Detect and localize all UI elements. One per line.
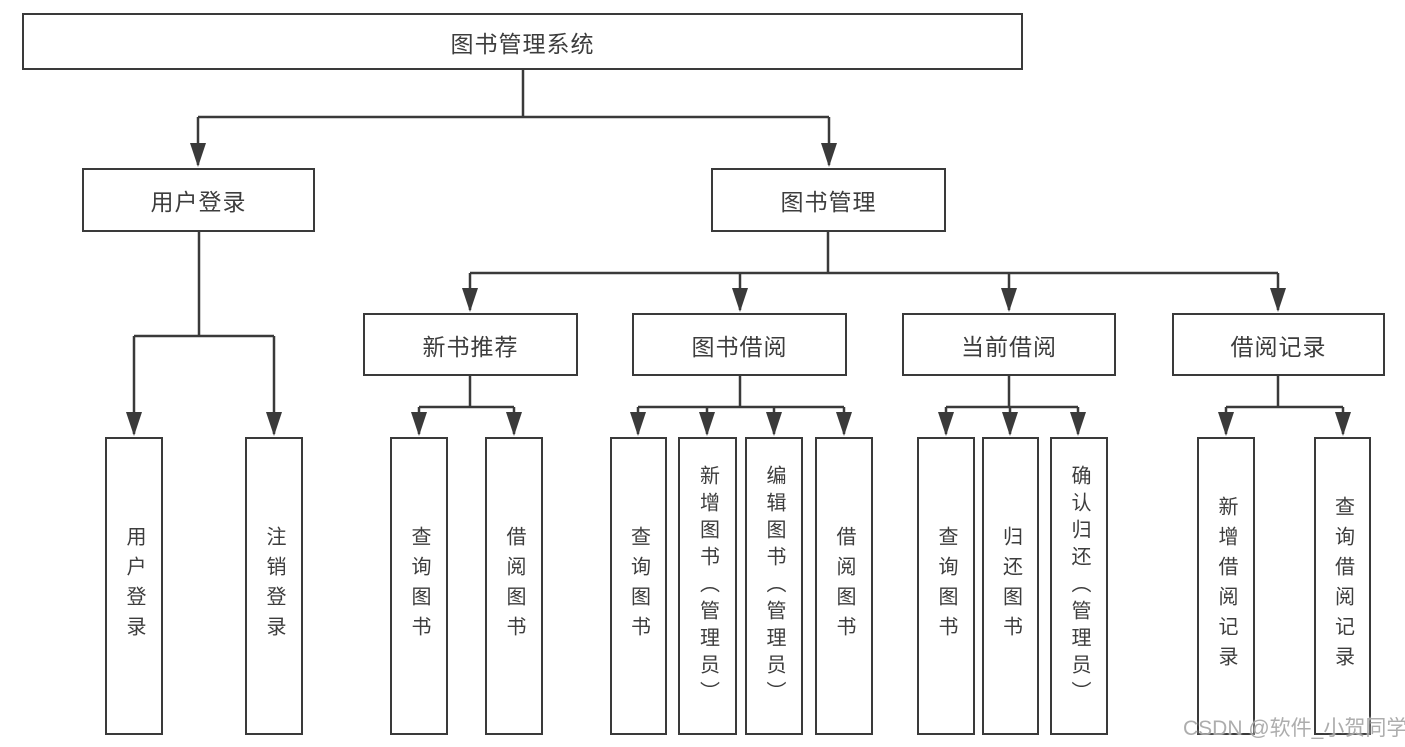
leaf-nbr-query-books: 查询图书: [390, 437, 448, 735]
node-user-login: 用户登录: [82, 168, 315, 232]
arrowhead: [1001, 288, 1017, 312]
arrowhead: [190, 143, 206, 167]
arrowhead: [836, 412, 852, 436]
leaf-user-login: 用户登录: [105, 437, 163, 735]
leaf-bb-query-books-label: 查询图书: [627, 526, 650, 646]
node-borrow-records: 借阅记录: [1172, 313, 1385, 376]
leaf-nbr-borrow-books-label: 借阅图书: [503, 526, 525, 646]
leaf-br-add-record: 新增借阅记录: [1197, 437, 1255, 735]
leaf-nbr-query-books-label: 查询图书: [408, 526, 430, 646]
arrowhead: [126, 412, 142, 436]
leaf-cb-confirm-return-label: 确认归还（管理员）: [1068, 464, 1090, 708]
node-root: 图书管理系统: [22, 13, 1023, 70]
node-new-book-rec-label: 新书推荐: [422, 333, 519, 360]
arrowhead: [1218, 412, 1234, 436]
node-book-mgmt: 图书管理: [711, 168, 946, 232]
node-root-label: 图书管理系统: [450, 30, 595, 57]
leaf-cb-return-books: 归还图书: [982, 437, 1039, 735]
arrowhead: [411, 412, 427, 436]
leaf-bb-borrow-books: 借阅图书: [815, 437, 873, 735]
arrowhead: [732, 288, 748, 312]
arrowhead: [1270, 288, 1286, 312]
leaf-bb-edit-books-label: 编辑图书（管理员）: [763, 464, 785, 708]
node-user-login-label: 用户登录: [150, 189, 247, 215]
leaf-bb-query-books: 查询图书: [610, 437, 667, 735]
arrowheads: [126, 143, 1351, 436]
leaf-user-login-label: 用户登录: [123, 526, 145, 646]
leaf-br-query-record-label: 查询借阅记录: [1331, 496, 1354, 676]
arrowhead: [1002, 412, 1018, 436]
node-new-book-rec: 新书推荐: [363, 313, 578, 376]
node-borrow-records-label: 借阅记录: [1230, 333, 1327, 360]
arrowhead: [462, 288, 478, 312]
node-current-borrow-label: 当前借阅: [961, 333, 1057, 360]
arrowhead: [266, 412, 282, 436]
arrowhead: [630, 412, 646, 436]
node-book-borrow: 图书借阅: [632, 313, 847, 376]
arrowhead: [1335, 412, 1351, 436]
leaf-br-query-record: 查询借阅记录: [1314, 437, 1371, 735]
leaf-logout: 注销登录: [245, 437, 303, 735]
leaf-bb-add-books-label: 新增图书（管理员）: [696, 464, 719, 708]
arrowhead: [1070, 412, 1086, 436]
connector-lines: [132, 69, 1345, 434]
leaf-bb-edit-books: 编辑图书（管理员）: [745, 437, 803, 735]
leaf-cb-query-books-label: 查询图书: [935, 526, 957, 646]
arrowhead: [506, 412, 522, 436]
node-book-borrow-label: 图书借阅: [691, 333, 788, 360]
csdn-watermark: CSDN @软件_小贺同学: [1183, 717, 1405, 740]
leaf-cb-query-books: 查询图书: [917, 437, 975, 735]
leaf-bb-borrow-books-label: 借阅图书: [833, 526, 855, 646]
leaf-logout-label: 注销登录: [263, 526, 285, 646]
node-book-mgmt-label: 图书管理: [780, 189, 877, 215]
arrowhead: [766, 412, 782, 436]
leaf-bb-add-books: 新增图书（管理员）: [678, 437, 737, 735]
arrowhead: [938, 412, 954, 436]
leaf-cb-return-books-label: 归还图书: [999, 526, 1022, 646]
arrowhead: [699, 412, 715, 436]
node-current-borrow: 当前借阅: [902, 313, 1116, 376]
leaf-cb-confirm-return: 确认归还（管理员）: [1050, 437, 1108, 735]
leaf-nbr-borrow-books: 借阅图书: [485, 437, 543, 735]
arrowhead: [821, 143, 837, 167]
leaf-br-add-record-label: 新增借阅记录: [1215, 496, 1237, 676]
